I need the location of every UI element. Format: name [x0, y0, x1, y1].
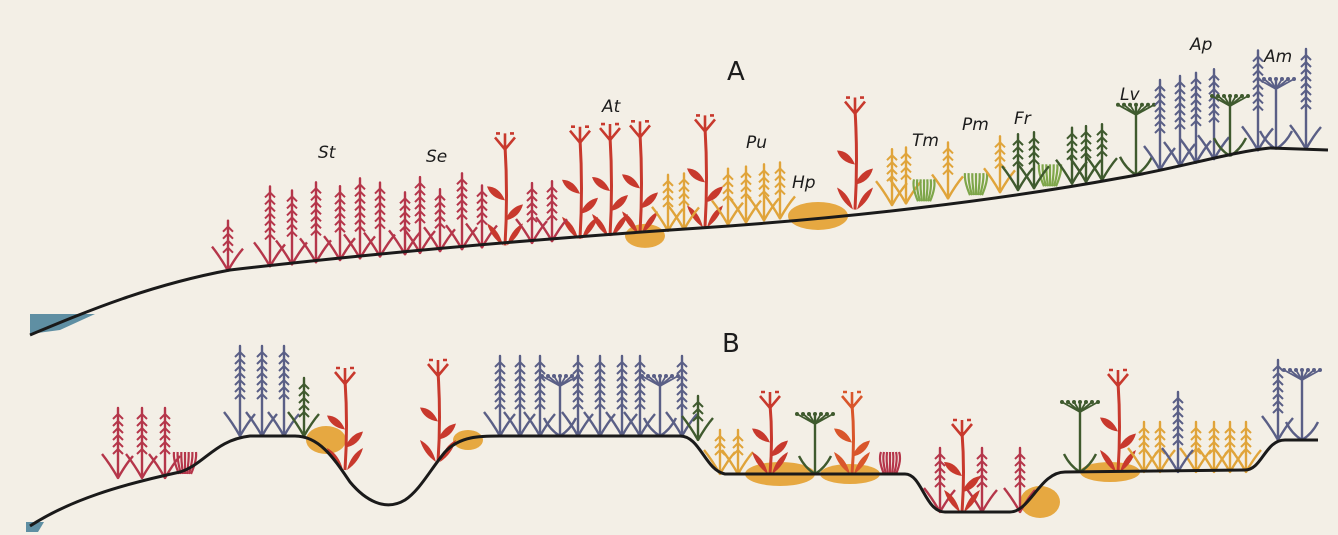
spike-plant-icon — [300, 182, 331, 262]
spike-plant-icon — [212, 221, 243, 271]
panel-label-b: B — [722, 329, 740, 359]
spike-plant-icon — [224, 346, 255, 436]
spike-plant-icon — [536, 181, 567, 241]
spike-plant-icon — [584, 356, 615, 436]
spike-plant-icon — [424, 189, 455, 251]
flower-plant-icon — [687, 115, 723, 227]
spike-plant-icon — [764, 162, 795, 218]
species-label-pm: Pm — [962, 115, 989, 135]
flower-plant-icon — [562, 127, 598, 239]
spike-plant-icon — [1086, 124, 1117, 180]
species-label-at: At — [601, 97, 622, 117]
umbel-plant-icon — [1282, 368, 1322, 440]
spike-plant-icon — [246, 346, 277, 436]
species-label-ap: Ap — [1189, 35, 1213, 55]
flower-plant-icon — [327, 368, 363, 470]
spike-plant-icon — [276, 190, 307, 264]
spike-plant-icon — [1290, 49, 1321, 149]
flower-plant-icon — [834, 392, 870, 474]
spike-plant-icon — [1180, 422, 1211, 472]
species-label-lv: Lv — [1120, 85, 1140, 105]
ground-profile-a — [30, 148, 1328, 335]
flower-plant-icon — [622, 121, 658, 233]
ground-profile-b — [30, 436, 1318, 526]
grass-tuft-icon — [965, 173, 987, 195]
spike-plant-icon — [984, 136, 1015, 192]
umbel-plant-icon — [1116, 103, 1156, 175]
spike-plant-icon — [682, 396, 713, 440]
panel-label-a: A — [727, 57, 745, 87]
flower-plant-icon — [837, 98, 873, 210]
species-label-pu: Pu — [746, 133, 767, 153]
spike-plant-icon — [102, 408, 133, 478]
spike-plant-icon — [562, 356, 593, 436]
flower-plant-icon — [944, 420, 980, 512]
spike-plant-icon — [1198, 69, 1229, 159]
spike-plant-icon — [722, 430, 753, 474]
spike-plant-icon — [666, 356, 697, 436]
spike-plant-icon — [324, 186, 355, 260]
species-label-fr: Fr — [1014, 109, 1032, 129]
species-label-st: St — [318, 143, 337, 163]
spike-plant-icon — [516, 183, 547, 243]
flower-plant-icon — [487, 133, 523, 245]
spike-plant-icon — [652, 175, 683, 231]
flower-plant-icon — [592, 124, 628, 236]
plants-group — [102, 49, 1322, 512]
grass-tuft-icon — [914, 179, 935, 201]
spike-plant-icon — [704, 430, 735, 474]
spike-plant-icon — [126, 408, 157, 478]
spike-plant-icon — [446, 173, 477, 249]
spike-plant-icon — [484, 356, 515, 436]
grass-tuft-icon — [880, 452, 900, 474]
spike-plant-icon — [254, 186, 285, 266]
umbel-plant-icon — [1210, 94, 1250, 156]
species-label-hp: Hp — [792, 173, 816, 193]
flower-plant-icon — [1100, 370, 1136, 472]
umbel-plant-icon — [1060, 400, 1100, 472]
spike-plant-icon — [1144, 80, 1175, 170]
flower-plant-icon — [752, 392, 788, 474]
species-label-am: Am — [1263, 47, 1292, 67]
species-label-tm: Tm — [912, 131, 939, 151]
spike-plant-icon — [288, 378, 319, 436]
species-label-se: Se — [426, 147, 447, 167]
